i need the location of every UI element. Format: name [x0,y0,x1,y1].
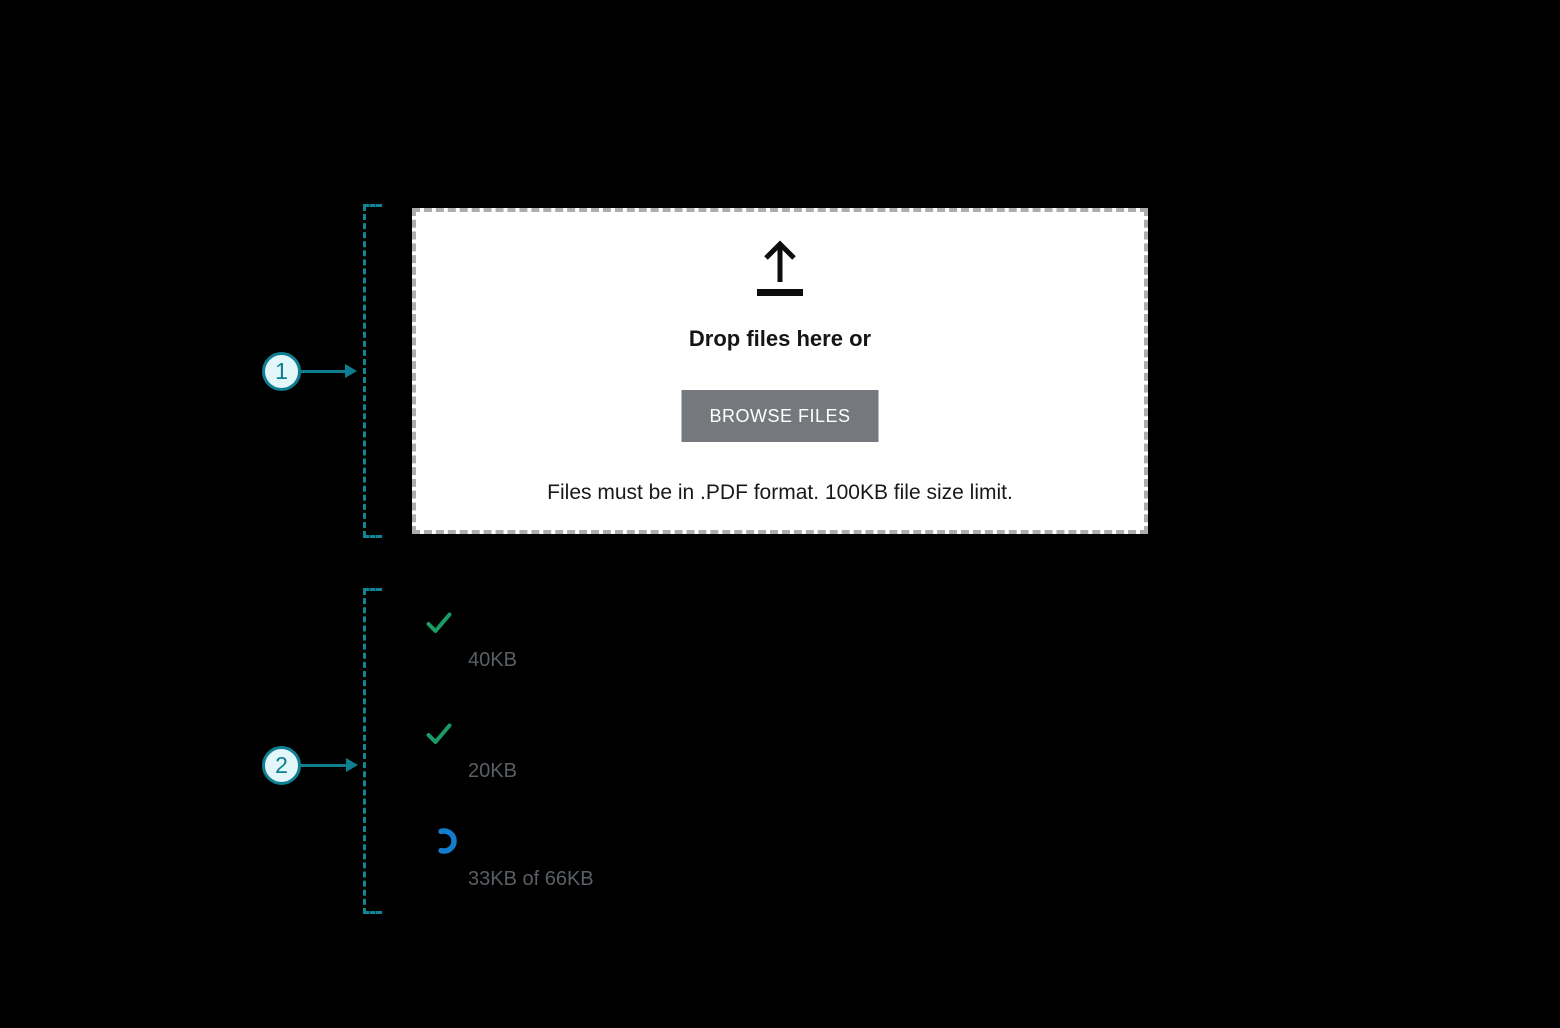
bracket-2-bottom-arm [363,911,382,914]
check-icon [425,720,453,753]
callout-1-arrowhead [345,364,357,378]
callout-2-arrow [301,764,347,767]
bracket-2-top-arm [363,588,382,591]
dropzone-requirements-note: Files must be in .PDF format. 100KB file… [547,481,1013,504]
file-size-label: 40KB [468,649,517,671]
file-dropzone[interactable]: Drop files here or BROWSE FILES Files mu… [412,208,1148,534]
file-progress-label: 33KB of 66KB [468,868,594,890]
bracket-1-bottom-arm [363,535,382,538]
browse-files-button[interactable]: BROWSE FILES [681,390,879,442]
spinner-icon [429,826,459,861]
upload-icon [752,236,808,303]
check-icon [425,609,453,642]
dropzone-title: Drop files here or [688,326,872,351]
bracket-1-top-arm [363,204,382,207]
file-size-label: 20KB [468,760,517,782]
callout-1-arrow [301,370,346,373]
callout-1-badge: 1 [262,352,301,391]
callout-2-badge: 2 [262,746,301,785]
callout-2-arrowhead [346,758,358,772]
bracket-1-line [363,205,366,537]
bracket-2-line [363,589,366,914]
